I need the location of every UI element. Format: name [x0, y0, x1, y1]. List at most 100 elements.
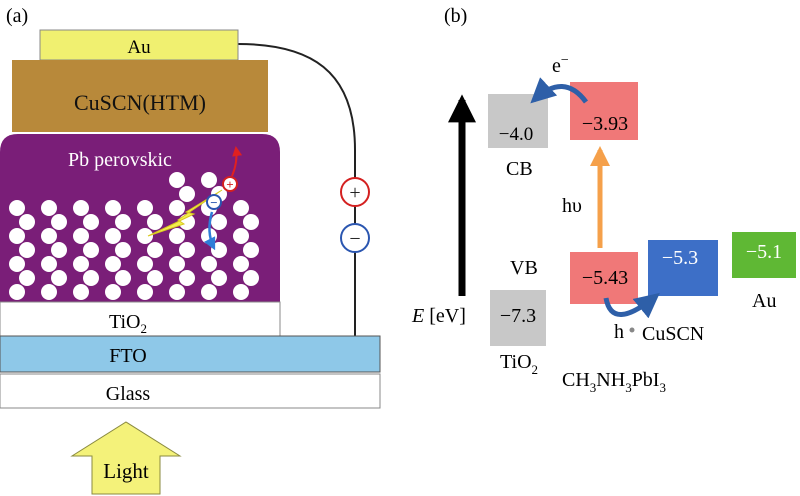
- tio2-bead: [201, 284, 217, 300]
- tio2-bead: [83, 242, 99, 258]
- negative-terminal-icon: [340, 223, 370, 253]
- hole-carrier-icon: [222, 176, 238, 192]
- panel-a: (a) Au CuSCN(HTM) Pb perovskic + − TiO2 …: [0, 5, 381, 495]
- fto-layer-label: FTO: [109, 345, 146, 367]
- panel-b: (b) E[eV] −4.0 CB −3.93 e− hυ VB −5.43 −…: [411, 5, 796, 395]
- tio2-bead: [41, 200, 57, 216]
- tio2-bead: [105, 200, 121, 216]
- hole-dot-icon: [629, 327, 635, 333]
- cb-label: CB: [506, 158, 533, 180]
- tio2-bead: [169, 284, 185, 300]
- glass-layer-label: Glass: [106, 383, 151, 405]
- tio2-bead: [169, 228, 185, 244]
- tio2-bead: [73, 228, 89, 244]
- light-label: Light: [103, 459, 149, 483]
- tio2-bead: [115, 214, 131, 230]
- tio2-bead: [19, 242, 35, 258]
- cuscn-box: [648, 240, 718, 296]
- tio2-bead: [105, 228, 121, 244]
- tio2-bead: [169, 256, 185, 272]
- hole-label: h: [614, 321, 624, 343]
- electron-carrier-icon: [206, 194, 222, 210]
- energy-axis-label: E[eV]: [411, 305, 466, 327]
- tio2-bead: [137, 200, 153, 216]
- cuscn-material-label: CuSCN: [642, 323, 704, 345]
- tio2-bead: [41, 228, 57, 244]
- tio2-bead: [211, 270, 227, 286]
- tio2-bead: [233, 228, 249, 244]
- tio2-material-label: TiO2: [500, 351, 538, 377]
- photon-label: hυ: [562, 195, 582, 217]
- tio2-bead: [19, 214, 35, 230]
- tio2-bead: [51, 214, 67, 230]
- tio2-bead: [233, 284, 249, 300]
- tio2-bead: [147, 242, 163, 258]
- cuscn-layer: [12, 60, 268, 132]
- positive-terminal-icon: [340, 177, 370, 207]
- au-material-label: Au: [752, 290, 776, 312]
- circuit-wire: [237, 43, 356, 340]
- tio2-bead: [137, 256, 153, 272]
- electron-label: e−: [552, 53, 569, 77]
- vb-label: VB: [510, 257, 538, 279]
- tio2-bead: [169, 172, 185, 188]
- tio2-bead: [73, 200, 89, 216]
- tio2-bead: [115, 270, 131, 286]
- tio2-bead: [243, 242, 259, 258]
- electron-transfer-arrow: [530, 77, 589, 104]
- hole-path-arrow: [231, 146, 243, 177]
- perovskite-layer-label: Pb perovskic: [68, 149, 172, 171]
- tio2-bead: [147, 270, 163, 286]
- tio2-bead: [201, 172, 217, 188]
- tio2-bead: [201, 256, 217, 272]
- au-box: [732, 232, 796, 278]
- tio2-bead: [137, 228, 153, 244]
- tio2-bead: [73, 256, 89, 272]
- tio2-bead: [41, 256, 57, 272]
- tio2-bead: [179, 186, 195, 202]
- tio2-vb-value: −7.3: [500, 305, 536, 327]
- hole-carrier-sign: +: [226, 177, 233, 192]
- tio2-bead: [41, 284, 57, 300]
- tio2-bead: [169, 200, 185, 216]
- negative-terminal-sign: −: [349, 228, 360, 250]
- tio2-bead-chains: [9, 172, 259, 300]
- tio2-bead: [83, 214, 99, 230]
- tio2-bead: [19, 270, 35, 286]
- perovskite-vb-box: [570, 252, 638, 304]
- tio2-bead: [211, 214, 227, 230]
- tio2-bead: [51, 270, 67, 286]
- fto-layer: [0, 335, 381, 373]
- perovskite-cb-box: [570, 82, 638, 140]
- electron-carrier-sign: −: [210, 195, 217, 210]
- perovskite-vb-value: −5.43: [582, 267, 628, 289]
- positive-terminal-sign: +: [349, 182, 360, 204]
- au-value: −5.1: [746, 241, 782, 263]
- panel-b-label: (b): [444, 5, 467, 27]
- tio2-bead: [233, 200, 249, 216]
- hole-transfer-arrow: [603, 292, 660, 319]
- perovskite-cb-value: −3.93: [582, 113, 628, 135]
- tio2-bead: [233, 256, 249, 272]
- tio2-vb-box: [490, 290, 546, 346]
- tio2-bead: [105, 256, 121, 272]
- tio2-bead: [83, 270, 99, 286]
- electron-path-arrow: [203, 211, 216, 251]
- glass-layer: [0, 373, 381, 409]
- tio2-bead: [243, 270, 259, 286]
- light-arrow-icon: [70, 421, 182, 495]
- tio2-bead: [179, 270, 195, 286]
- tio2-bead: [9, 284, 25, 300]
- lightning-icon: [147, 189, 223, 237]
- tio2-bead: [147, 214, 163, 230]
- tio2-cb-value: −4.0: [499, 124, 533, 145]
- cuscn-layer-label: CuSCN(HTM): [74, 90, 206, 115]
- tio2-bead: [9, 200, 25, 216]
- tio2-bead: [115, 242, 131, 258]
- tio2-bead: [9, 256, 25, 272]
- tio2-bead: [243, 214, 259, 230]
- tio2-bead: [137, 284, 153, 300]
- panel-a-label: (a): [6, 5, 28, 27]
- tio2-bead: [9, 228, 25, 244]
